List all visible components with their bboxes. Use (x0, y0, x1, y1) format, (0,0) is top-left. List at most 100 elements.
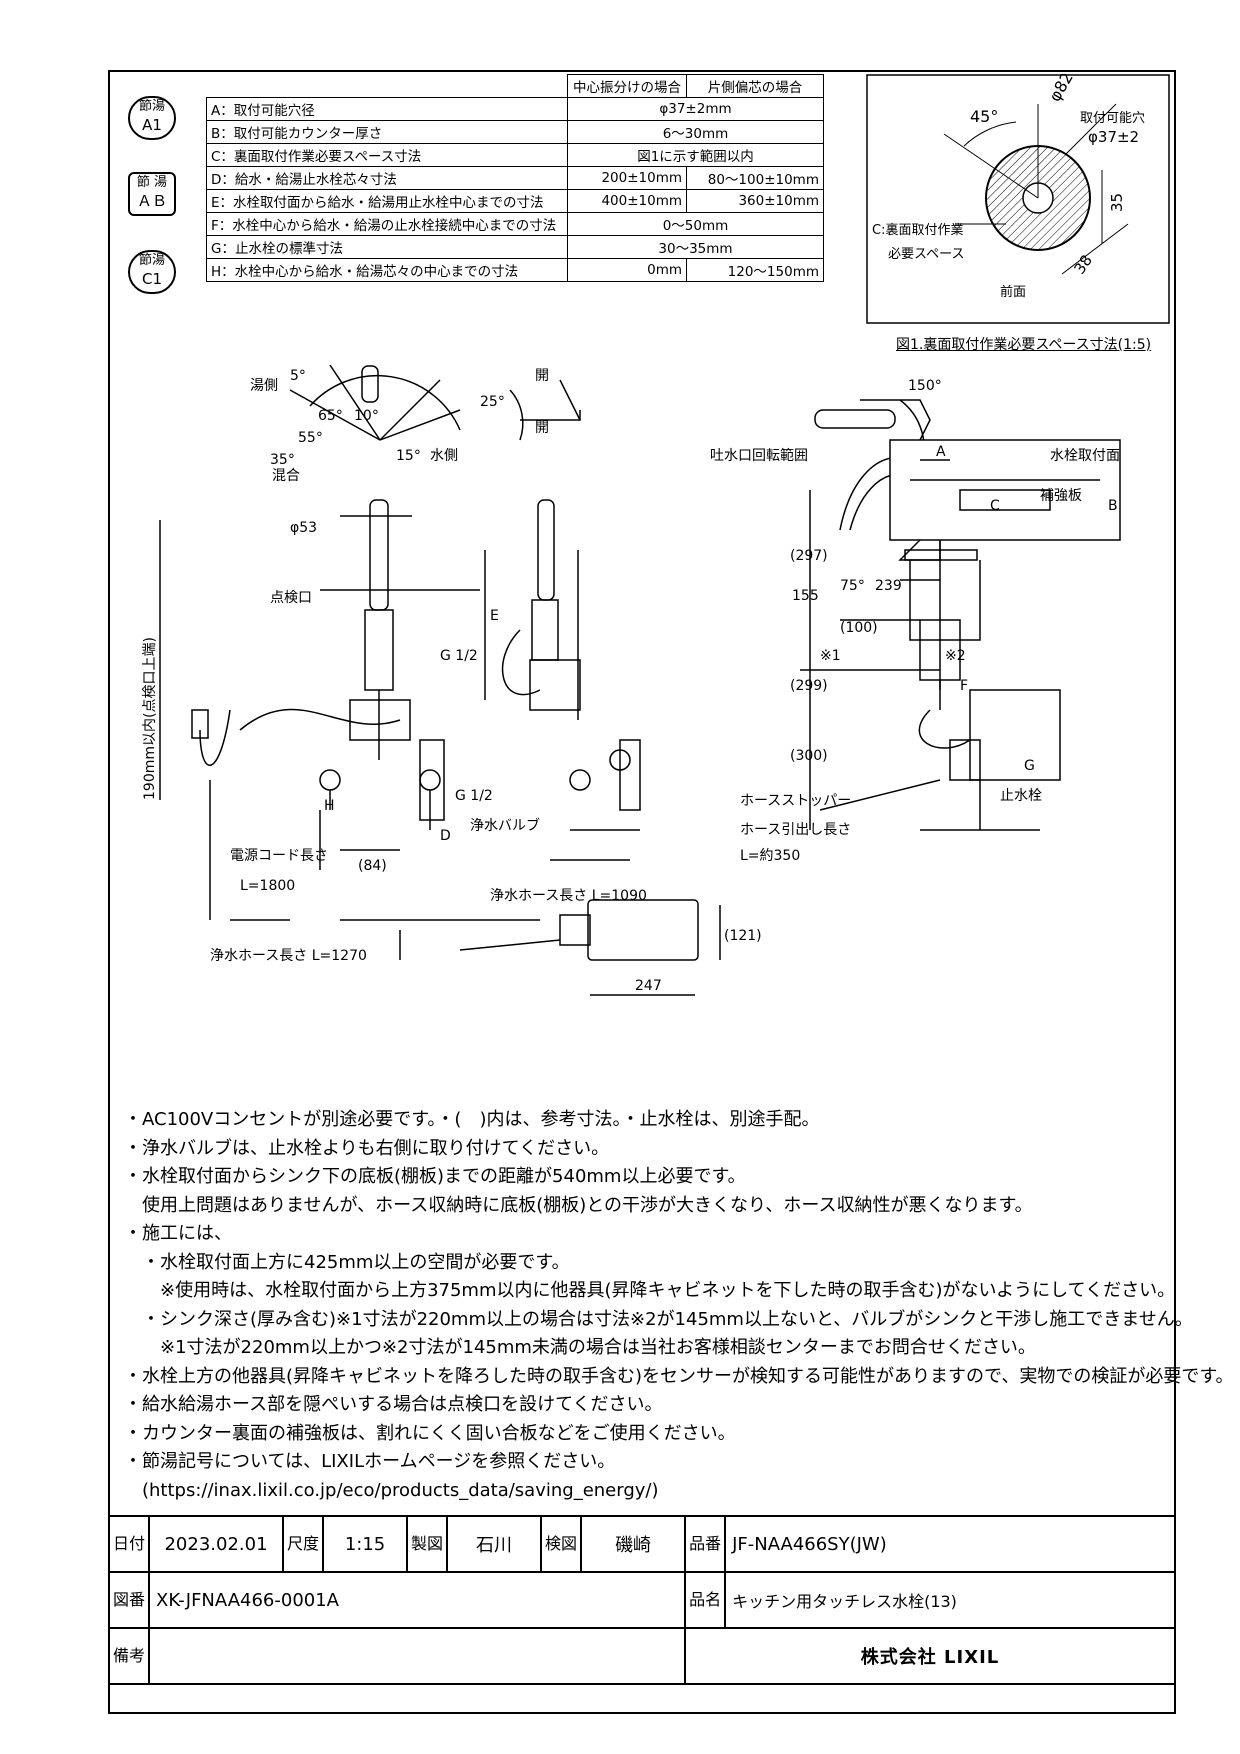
drawing-no-label: 図番 (107, 1571, 151, 1629)
spec-value-offset: 120～150mm (686, 258, 824, 282)
spec-label: H：水栓中心から給水・給湯芯々の中心までの寸法 (206, 258, 568, 282)
fig1-hole: φ37±2 (1088, 128, 1139, 146)
label-h121: (121) (724, 928, 762, 944)
fig1-dim-38: 38 (1070, 252, 1096, 278)
spec-value-center: 400±10mm (567, 189, 687, 213)
header-offset: 片側偏芯の場合 (686, 74, 824, 98)
label-B: B (1108, 498, 1118, 514)
spec-label: D：給水・給湯止水栓芯々寸法 (206, 166, 568, 190)
note-line: ・シンク深さ(厚み含む)※1寸法が220mm以上の場合は寸法※2が145mm以上… (124, 1308, 1193, 1330)
label-g12a: G 1/2 (440, 648, 478, 664)
fig1-angle: 45° (970, 107, 998, 126)
fig1-hole-label: 取付可能穴 (1080, 111, 1145, 126)
label-phi53: φ53 (290, 520, 317, 536)
spec-value: 6～30mm (567, 120, 824, 144)
label-d155: 155 (792, 588, 819, 604)
label-star1: ※1 (820, 648, 841, 664)
scale-label: 尺度 (282, 1515, 325, 1573)
spec-label: G：止水栓の標準寸法 (206, 235, 568, 259)
note-line: ・施工には、 (124, 1223, 232, 1244)
spec-label: A：取付可能穴径 (206, 97, 568, 121)
note-line: ・浄水バルブは、止水栓よりも右側に取り付けてください。 (124, 1137, 610, 1159)
date-label: 日付 (107, 1515, 151, 1573)
label-power-len: L=1800 (240, 878, 295, 894)
label-a55: 55° (298, 430, 323, 446)
label-water-side: 水側 (430, 448, 458, 464)
label-a25: 25° (480, 394, 505, 410)
label-hose-stopper: ホースストッパー (740, 793, 851, 809)
fig1-dia: φ82 (1045, 74, 1077, 105)
spec-value-offset: 360±10mm (686, 189, 824, 213)
label-w247: 247 (635, 978, 662, 994)
spec-value-center: 0mm (567, 258, 687, 282)
label-mount-surface: 水栓取付面 (1050, 448, 1120, 464)
label-hose-pull: ホース引出し長さ (740, 822, 851, 838)
label-power-cord: 電源コード長さ (230, 848, 328, 864)
spec-label: F：水栓中心から給水・給湯の止水栓接続中心までの寸法 (206, 212, 568, 236)
label-d300: (300) (790, 748, 828, 764)
note-line: ・水栓取付面上方に425mm以上の空間が必要です。 (124, 1251, 570, 1273)
note-line: ※使用時は、水栓取付面から上方375mm以内に他器具(昇降キャビネットを下した時… (124, 1280, 1176, 1301)
fig1-caption: 図1.裏面取付作業必要スペース寸法(1:5) (896, 337, 1152, 353)
label-filter-hose1: 浄水ホース長さ L=1090 (490, 888, 647, 904)
label-F: F (960, 678, 968, 694)
label-E: E (490, 608, 499, 624)
spec-table: 中心振分けの場合 片側偏芯の場合 A：取付可能穴径 φ37±2mm B：取付可能… (206, 74, 824, 282)
label-a75: 75° (840, 578, 865, 594)
note-line: ・節湯記号については、LIXILホームページを参照ください。 (124, 1451, 616, 1472)
label-C: C (990, 498, 1000, 514)
label-a10: 10° (354, 408, 379, 424)
label-a15: 15° (396, 448, 421, 464)
note-line: (https://inax.lixil.co.jp/eco/products_d… (124, 1479, 659, 1501)
spec-value: 0～50mm (567, 212, 824, 236)
note-line: 使用上問題はありませんが、ホース収納時に底板(棚板)との干渉が大きくなり、ホース… (124, 1194, 1033, 1216)
checked-by: 磯崎 (580, 1515, 687, 1573)
spec-label: B：取付可能カウンター厚さ (206, 120, 568, 144)
fig1-dim-35: 35 (1108, 193, 1126, 212)
note-line: ・給水給湯ホース部を隠ぺいする場合は点検口を設けてください。 (124, 1394, 663, 1415)
label-H: H (324, 798, 335, 814)
title-block: 日付 2023.02.01 尺度 1:15 製図 石川 検図 磯崎 品番 JF-… (107, 1515, 1176, 1685)
spec-label: E：水栓取付面から給水・給湯用止水栓中心までの寸法 (206, 189, 568, 213)
label-a5: 5° (290, 368, 306, 384)
header-center: 中心振分けの場合 (567, 74, 687, 98)
drawing-no: XK-JFNAA466-0001A (148, 1571, 687, 1629)
label-reinforce: 補強板 (1040, 488, 1082, 504)
fig1-drawing: 45° φ82 取付可能穴 φ37±2 C:裏面取付作業 必要スペース 前面 3… (866, 74, 1170, 324)
label-vert190: 190mm以内(点検口上端) (142, 637, 158, 800)
note-line: ・AC100Vコンセントが別途必要です。・( )内は、参考寸法。・止水栓は、別途… (124, 1109, 820, 1130)
note-line: ・水栓上方の他器具(昇降キャビネットを降ろした時の取手含む)をセンサーが検知する… (124, 1365, 1234, 1387)
spec-label: C：裏面取付作業必要スペース寸法 (206, 143, 568, 167)
part-no-label: 品番 (684, 1515, 727, 1573)
scale: 1:15 (322, 1515, 409, 1573)
fig1-space-2: 必要スペース (888, 247, 964, 262)
label-g12b: G 1/2 (455, 788, 493, 804)
label-a150: 150° (908, 378, 942, 394)
label-hose-len: L=約350 (740, 848, 800, 864)
label-hot-side: 湯側 (250, 377, 278, 394)
label-d299: (299) (790, 678, 828, 694)
label-d239: 239 (875, 578, 902, 594)
note-line: ・水栓取付面からシンク下の底板(棚板)までの距離が540mm以上必要です。 (124, 1166, 746, 1187)
label-a65: 65° (318, 408, 343, 424)
label-open1: 開 (535, 368, 549, 384)
label-A: A (936, 444, 946, 460)
drawing-frame (108, 70, 1176, 1714)
product-name-label: 品名 (684, 1571, 727, 1629)
spec-value: 図1に示す範囲以内 (567, 143, 824, 167)
fig1-front: 前面 (1000, 284, 1026, 300)
label-d84: (84) (358, 858, 387, 874)
label-d100: (100) (840, 620, 878, 636)
label-inspection: 点検口 (270, 590, 312, 606)
remarks-label: 備考 (107, 1627, 151, 1685)
spec-value: 30～35mm (567, 235, 824, 259)
product-name: キッチン用タッチレス水栓(13) (724, 1571, 1176, 1629)
spec-value-center: 200±10mm (567, 166, 687, 190)
checked-label: 検図 (540, 1515, 583, 1573)
part-no: JF-NAA466SY(JW) (724, 1515, 1176, 1573)
label-a35: 35° (270, 452, 295, 468)
label-filter-valve: 浄水バルブ (470, 817, 540, 834)
spec-value: φ37±2mm (567, 97, 824, 121)
